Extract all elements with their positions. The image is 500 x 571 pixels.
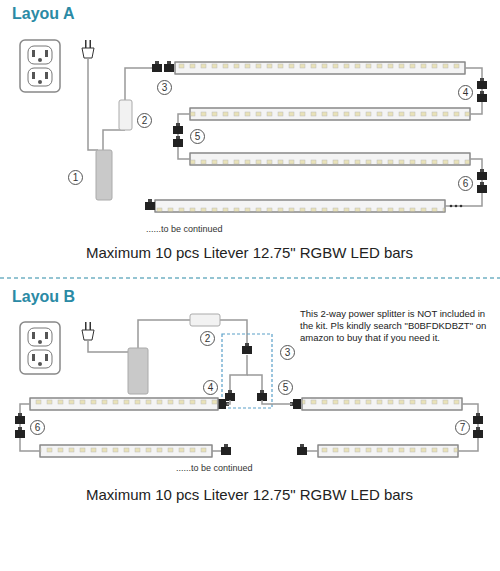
callout-number: 5 (278, 380, 293, 395)
callout-number: 6 (458, 176, 473, 191)
caption: Maximum 10 pcs Litever 12.75" RGBW LED b… (86, 244, 413, 261)
callout-number: 3 (280, 345, 295, 360)
callout-number: 1 (68, 170, 83, 185)
continuation-note: ......to be continued (175, 463, 254, 473)
callout-number: 5 (190, 129, 205, 144)
callout-number: 3 (157, 80, 172, 95)
caption: Maximum 10 pcs Litever 12.75" RGBW LED b… (86, 486, 413, 503)
layout-title: Layou B (12, 288, 75, 306)
layout-title: Layou A (12, 5, 75, 23)
continuation-note: ......to be continued (145, 224, 224, 234)
callout-number: 2 (137, 113, 152, 128)
callout-number: 4 (203, 380, 218, 395)
callout-number: 2 (200, 331, 215, 346)
callout-number: 4 (458, 85, 473, 100)
callout-number: 6 (30, 420, 45, 435)
splitter-note: This 2-way power splitter is NOT include… (300, 308, 492, 344)
callout-number: 7 (455, 420, 470, 435)
